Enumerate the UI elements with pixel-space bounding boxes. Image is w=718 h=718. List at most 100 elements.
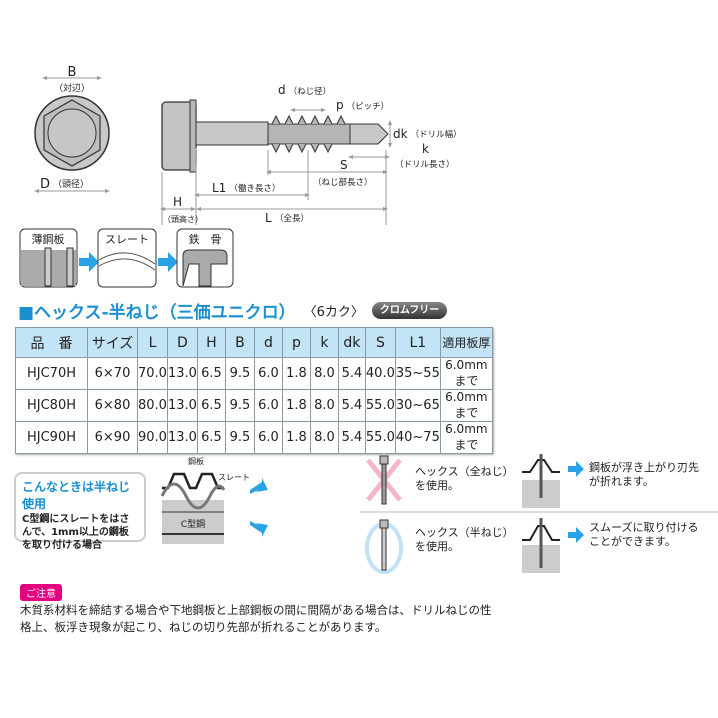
dim-p-note: （ピッチ） — [347, 101, 390, 112]
arrow-icon — [158, 252, 178, 272]
column-header: S — [364, 327, 396, 358]
column-header: dk — [337, 327, 366, 358]
case-full-text: ヘックス（全ねじ）を使用。 — [415, 465, 509, 492]
column-header: p — [281, 327, 311, 358]
material-slate: スレート — [97, 228, 157, 288]
table-cell: 6.0mmまで — [439, 357, 493, 390]
usage-diagram: C型鋼 鋼板 スレート — [160, 454, 718, 574]
table-cell: 55.0 — [364, 389, 396, 422]
table-cell: 5.4 — [337, 421, 366, 454]
table-cell: 5.4 — [337, 357, 366, 390]
table-cell: 40~75 — [394, 421, 441, 454]
dim-d-note: （頭径） — [53, 178, 89, 190]
column-header: 適用板厚 — [439, 327, 493, 358]
table-cell: 55.0 — [364, 421, 396, 454]
spec-table: 品 番 サイズ L D H B d p k dk S L1 適用板厚 HJC70… — [15, 327, 493, 454]
dim-b-label: B — [68, 65, 77, 80]
table-cell: 1.8 — [281, 357, 311, 390]
material-label: 薄鋼板 — [32, 232, 65, 246]
chrome-free-badge: クロムフリー — [371, 302, 448, 319]
table-header-row: 品 番 サイズ L D H B d p k dk S L1 適用板厚 — [15, 327, 493, 358]
table-cell: 9.5 — [224, 389, 255, 422]
dim-d-screw-label: d — [278, 83, 286, 97]
column-header: k — [309, 327, 339, 358]
table-cell: 9.5 — [224, 357, 255, 390]
table-cell: 1.8 — [281, 389, 311, 422]
caution-badge: ご注意 — [20, 584, 62, 601]
dim-d-screw-note: （ねじ径） — [289, 86, 332, 97]
table-cell: 6.0 — [253, 389, 283, 422]
table-cell: 40.0 — [364, 357, 396, 390]
table-cell: 80.0 — [137, 389, 168, 422]
caution-text: 木質系材料を締結する場合や下地鋼板と上部鋼板の間に間隔がある場合は、ドリルねじの… — [20, 603, 492, 634]
column-header: L1 — [394, 327, 441, 358]
table-cell: 6.0 — [253, 421, 283, 454]
column-header: B — [224, 327, 255, 358]
column-header: D — [166, 327, 198, 358]
dim-k-note: （ドリル長さ） — [395, 159, 455, 170]
table-cell: 6.0mmまで — [439, 389, 493, 422]
result-half-text: スムーズに取り付けることができます。 — [589, 521, 699, 548]
dim-dk-label: dk — [393, 127, 408, 141]
steel-sheet-label: 鋼板 — [188, 456, 204, 466]
table-cell: 13.0 — [166, 421, 198, 454]
dim-s-note: （ねじ部長さ） — [313, 177, 373, 188]
arrow-icon — [250, 478, 268, 494]
full-thread-screw-icon — [379, 455, 389, 505]
callout-title: こんなときは半ねじ使用 — [22, 480, 131, 511]
table-cell: 6.5 — [196, 389, 226, 422]
table-cell: 13.0 — [166, 389, 198, 422]
column-header: d — [253, 327, 283, 358]
dim-b-note: （対辺） — [54, 82, 90, 94]
table-cell: HJC70H — [15, 357, 88, 390]
table-cell: 8.0 — [309, 389, 339, 422]
result-diagram-half — [522, 518, 560, 573]
callout-text: C型鋼にスレートをはさんで、1mm以上の鋼板を取り付ける場合 — [22, 514, 130, 551]
dim-l-note: （全長） — [275, 213, 309, 224]
product-title-row: ■ヘックス-半ねじ（三価ユニクロ） 〈6カク〉 クロムフリー — [18, 298, 448, 323]
table-cell: 8.0 — [309, 421, 339, 454]
arrow-icon — [250, 521, 268, 537]
material-thin-steel: 薄鋼板 — [19, 228, 78, 288]
table-cell: 5.4 — [337, 389, 366, 422]
head-type: 〈6カク〉 — [303, 305, 364, 320]
column-header: H — [196, 327, 226, 358]
c-steel-diagram: C型鋼 鋼板 スレート — [160, 456, 250, 544]
table-cell: 30~65 — [394, 389, 441, 422]
table-cell: 6.0 — [253, 357, 283, 390]
dim-s-label: S — [340, 158, 348, 172]
dim-l1-note: （働き長さ） — [229, 183, 280, 194]
dim-h-label: H — [173, 195, 182, 209]
case-half-text: ヘックス（半ねじ）を使用。 — [415, 526, 509, 553]
table-cell: 9.5 — [224, 421, 255, 454]
arrow-icon — [79, 252, 99, 272]
dim-l-label: L — [265, 211, 272, 225]
arrow-icon — [568, 527, 584, 543]
dim-d-label: D — [40, 177, 50, 192]
material-steel-frame: 鉄 骨 — [176, 228, 234, 288]
c-steel-label: C型鋼 — [181, 518, 205, 530]
arrow-icon — [568, 461, 584, 477]
table-cell: 8.0 — [309, 357, 339, 390]
table-cell: 6×90 — [87, 421, 138, 454]
table-cell: HJC80H — [15, 389, 88, 422]
table-cell: 6×70 — [87, 357, 138, 390]
result-diagram-full — [522, 454, 560, 508]
screw-head-top-view: B （対辺） D （頭径） — [34, 65, 110, 193]
material-label: スレート — [105, 233, 149, 246]
table-cell: 35~55 — [394, 357, 441, 390]
table-cell: 70.0 — [137, 357, 168, 390]
result-full-text: 鋼板が浮き上がり刃先が折れます。 — [589, 461, 699, 488]
table-cell: 6×80 — [87, 389, 138, 422]
dim-h-note: （頭高さ） — [163, 214, 203, 224]
dim-dk-note: （ドリル幅） — [411, 129, 460, 140]
column-header: L — [137, 327, 168, 358]
column-header: サイズ — [87, 327, 138, 358]
material-label: 鉄 骨 — [189, 232, 222, 246]
half-thread-screw-icon — [379, 519, 389, 571]
screw-side-view: d （ねじ径） p （ピッチ） dk （ドリル幅） k （ドリル長さ） S （ね… — [160, 83, 460, 225]
table-cell: HJC90H — [15, 421, 88, 454]
column-header: 品 番 — [15, 327, 88, 358]
